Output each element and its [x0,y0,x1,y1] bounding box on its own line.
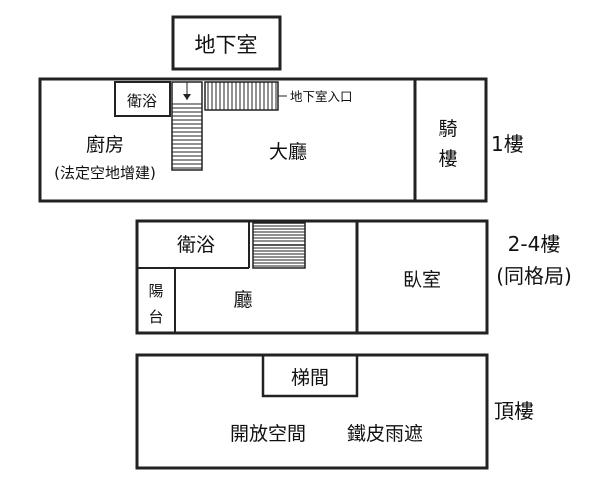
basement-box [171,15,282,71]
floors2to4-label-note: (同格局) [496,264,572,288]
roof-stair-label: 梯間 [291,367,329,389]
floor1-stair-vertical [171,81,203,171]
floor1-label: 1樓 [491,132,524,156]
balcony-label-top: 陽 [148,282,163,300]
stair-arrow-icon [183,94,191,100]
floor1-bath-label: 衛浴 [127,92,157,110]
open-space-label: 開放空間 [230,423,306,445]
basement-block: 地下室 [171,15,282,71]
floors2to4-label: 2-4樓 [508,232,561,256]
floors2to4-block: 衛浴 陽 台 廳 臥室 2-4樓 (同格局) [135,219,572,335]
floor1-bath-box [114,81,171,117]
arcade-label-top: 騎 [438,118,457,140]
floor1-block: 衛浴 廚房 (法定空地增建) 大廳 騎 樓 地下室入口 1樓 [38,77,524,203]
floor1-stair-horizontal [204,81,287,111]
floors2to4-hall-label: 廳 [233,289,252,311]
basement-entrance-label: 地下室入口 [290,89,353,104]
kitchen-label: 廚房 [86,133,124,156]
floors2to4-bath-label: 衛浴 [177,234,215,256]
floor1-hall-label: 大廳 [269,141,307,163]
floors2to4-outline [135,219,489,335]
floors2to4-stair [252,222,306,269]
balcony-label-bottom: 台 [148,308,163,326]
iron-shed-label: 鐵皮雨遮 [347,423,423,445]
roof-label: 頂樓 [494,399,534,423]
roof-outline [135,353,489,470]
bedroom-label: 臥室 [403,269,441,291]
basement-label: 地下室 [195,33,258,57]
kitchen-note: (法定空地增建) [54,164,156,182]
roof-block: 梯間 開放空間 鐵皮雨遮 頂樓 [135,353,534,470]
arcade-label-bottom: 樓 [438,148,457,170]
roof-stair-box [261,355,359,398]
